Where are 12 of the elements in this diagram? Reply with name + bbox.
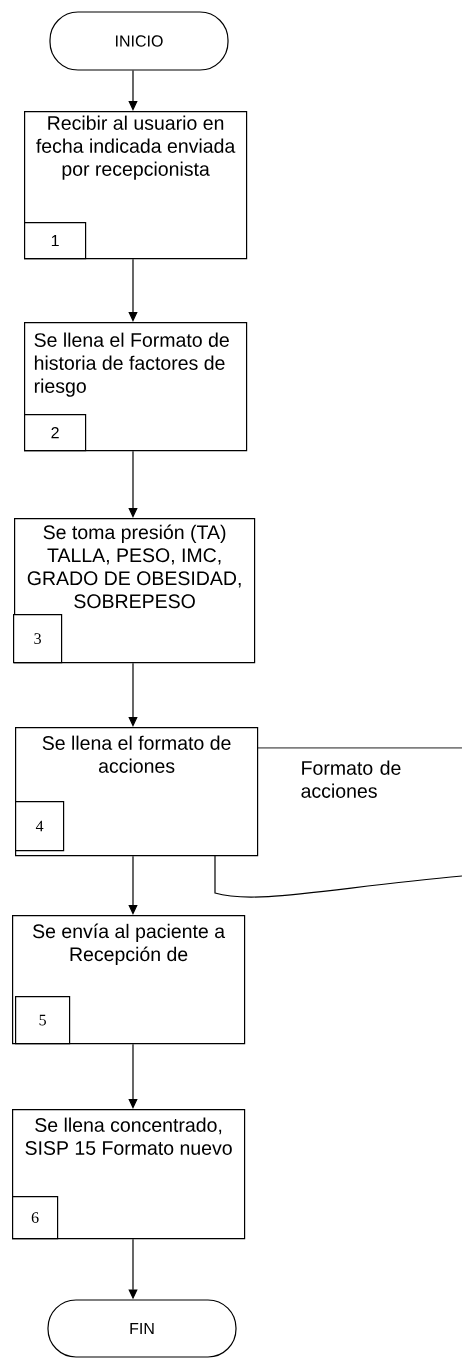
arrow [128,258,138,322]
step-number-box: 2 [24,414,87,452]
arrow [128,662,138,727]
step-number-box: 5 [15,996,71,1045]
arrow [128,70,138,111]
step-number-box: 4 [15,801,65,852]
arrow [128,855,138,915]
step-number-box: 1 [24,222,87,260]
step-number-box: 6 [12,1196,59,1240]
arrow [128,450,138,518]
step-number-box: 3 [13,614,63,664]
arrow [128,1043,138,1109]
